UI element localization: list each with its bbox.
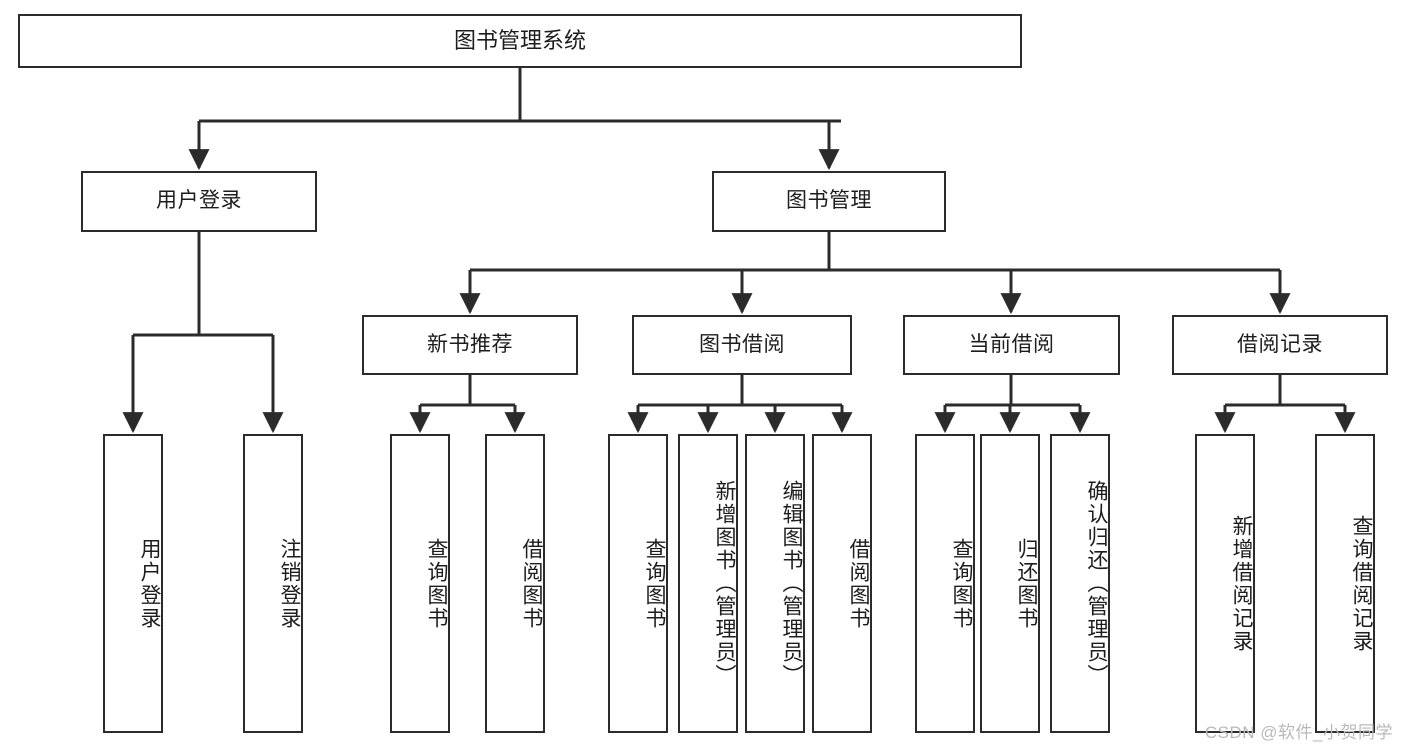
node-book-manage-label: 图书管理 <box>786 189 872 213</box>
node-leaf-current-borrow-1[interactable]: 归还图书 <box>980 434 1040 733</box>
node-leaf-label: 用户登录 <box>138 537 161 630</box>
node-leaf-label: 确认归还（管理员） <box>1085 480 1108 687</box>
node-leaf-book-borrow-1[interactable]: 新增图书（管理员） <box>678 434 738 733</box>
node-leaf-label: 查询图书 <box>643 537 666 630</box>
node-leaf-label: 编辑图书（管理员） <box>780 480 803 687</box>
node-leaf-book-borrow-3[interactable]: 借阅图书 <box>812 434 872 733</box>
node-user-login-label: 用户登录 <box>156 189 242 213</box>
node-book-borrow-label: 图书借阅 <box>699 332 785 356</box>
node-user-login[interactable]: 用户登录 <box>81 171 317 232</box>
node-current-borrow-label: 当前借阅 <box>968 332 1055 356</box>
node-leaf-book-borrow-2[interactable]: 编辑图书（管理员） <box>745 434 805 733</box>
node-leaf-label: 查询图书 <box>425 537 448 630</box>
node-borrow-record-label: 借阅记录 <box>1237 332 1323 356</box>
node-leaf-current-borrow-2[interactable]: 确认归还（管理员） <box>1050 434 1110 733</box>
node-leaf-new-book-1[interactable]: 借阅图书 <box>485 434 545 733</box>
node-leaf-borrow-record-0[interactable]: 新增借阅记录 <box>1195 434 1255 733</box>
node-book-borrow[interactable]: 图书借阅 <box>632 315 852 375</box>
node-leaf-label: 归还图书 <box>1015 537 1038 630</box>
node-leaf-user-login-1[interactable]: 注销登录 <box>243 434 303 733</box>
node-leaf-label: 查询借阅记录 <box>1350 514 1373 653</box>
node-leaf-label: 查询图书 <box>950 537 973 630</box>
node-leaf-new-book-0[interactable]: 查询图书 <box>390 434 450 733</box>
node-leaf-current-borrow-0[interactable]: 查询图书 <box>915 434 975 733</box>
node-current-borrow[interactable]: 当前借阅 <box>903 315 1120 375</box>
node-leaf-book-borrow-0[interactable]: 查询图书 <box>608 434 668 733</box>
node-leaf-borrow-record-1[interactable]: 查询借阅记录 <box>1315 434 1375 733</box>
watermark: CSDN @软件_小贺同学 <box>1204 723 1393 742</box>
node-leaf-label: 新增图书（管理员） <box>713 480 736 687</box>
node-leaf-label: 注销登录 <box>278 537 301 630</box>
node-root[interactable]: 图书管理系统 <box>18 14 1022 68</box>
node-book-manage[interactable]: 图书管理 <box>712 171 946 232</box>
node-borrow-record[interactable]: 借阅记录 <box>1172 315 1388 375</box>
node-root-label: 图书管理系统 <box>453 28 586 54</box>
node-leaf-user-login-0[interactable]: 用户登录 <box>103 434 163 733</box>
node-new-book[interactable]: 新书推荐 <box>362 315 578 375</box>
node-leaf-label: 借阅图书 <box>520 537 543 630</box>
node-leaf-label: 新增借阅记录 <box>1230 514 1253 653</box>
node-new-book-label: 新书推荐 <box>427 332 513 356</box>
node-leaf-label: 借阅图书 <box>847 537 870 630</box>
